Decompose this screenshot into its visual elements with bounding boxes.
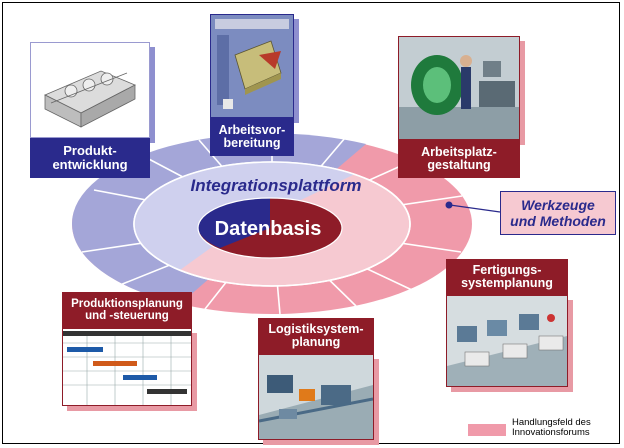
logistiksystemplanung-label: Logistiksystem- planung [258,318,374,354]
arbeitsplatzgestaltung-label: Arbeitsplatz- gestaltung [398,140,520,178]
outer-frame [2,2,620,444]
produktentwicklung-image [30,42,150,138]
arbeitsplatzgestaltung-image [398,36,520,140]
logistiksystemplanung-image [258,354,374,440]
werkzeuge-methoden-callout: Werkzeuge und Methoden [500,191,616,235]
arbeitsvorbereitung-image [210,14,294,118]
callout-connector [449,204,501,213]
legend-swatch [468,424,506,436]
produktionsplanung-image [62,328,192,406]
callout-dot [445,201,453,209]
fertigungssystemplanung-label: Fertigungs- systemplanung [446,259,568,295]
fertigungssystemplanung-image [446,295,568,387]
platform-label: Integrationsplattform [191,176,362,195]
legend-label: Handlungsfeld des Innovationsforums [512,417,591,438]
core-ellipse-blue [198,198,270,248]
produktionsplanung-label: Produktionsplanung und -steuerung [62,292,192,328]
arbeitsvorbereitung-label: Arbeitsvor- bereitung [210,118,294,156]
produktentwicklung-label: Produkt- entwicklung [30,138,150,178]
core-label: Datenbasis [215,218,322,240]
